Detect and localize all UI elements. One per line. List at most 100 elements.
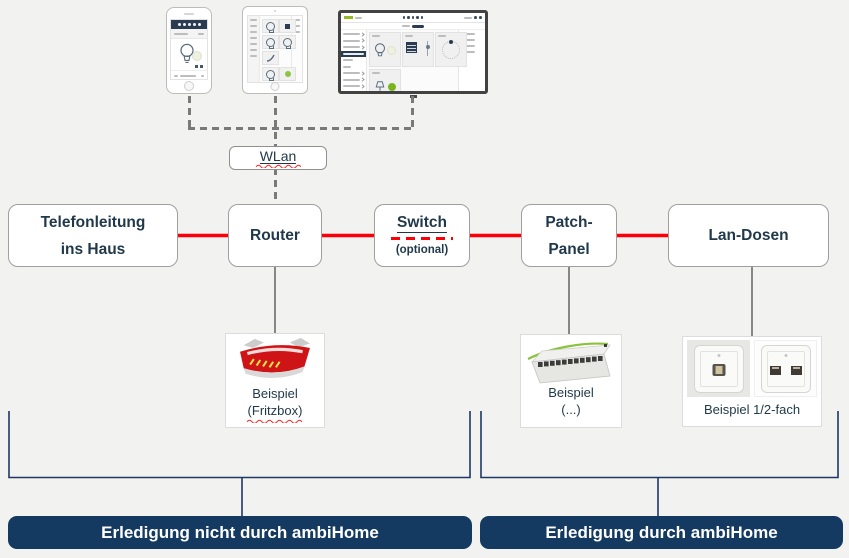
text-line [402,25,410,27]
dimmer-curve-icon [266,54,275,62]
widget-header [372,35,398,37]
sidebar-item [341,31,366,38]
text-line [343,85,360,88]
lightbulb-icon [266,69,275,81]
text-line [174,32,188,35]
sidebar-item-active [341,50,366,57]
toggle-dot-icon [387,46,396,55]
lan-socket-double-image [754,340,817,397]
text-line [355,16,362,19]
app-tile [262,51,279,65]
text-line [343,59,353,62]
menu-line [250,43,257,45]
tablet-screen [247,15,303,83]
menu-line [250,49,257,51]
menu-line [250,31,257,33]
app-tile [279,35,296,49]
socket-plate [760,344,811,393]
chevron-icon [360,77,365,82]
app-tile [262,35,279,49]
chevron-icon [360,71,365,76]
status-green-icon [388,83,396,91]
fritzbox-router-image [240,337,310,378]
example-lan-dose-card: Beispiel 1/2-fach [682,336,822,427]
menu-line [294,25,300,27]
appbar-dot-icon [197,23,201,26]
lightbulb-icon [266,37,275,49]
chevron-icon [360,38,365,43]
screw-icon [784,353,787,357]
phone-appbar [171,20,207,29]
banner-label: Erledigung nicht durch ambiHome [101,522,379,542]
text-line [343,33,360,36]
sidebar-item [341,44,366,51]
chevron-icon [360,45,365,50]
wlan-label-box: WLan [229,146,327,170]
dashed-connector [274,96,277,148]
text-line [343,46,360,49]
red-dashed-mark [391,237,453,240]
widget-light [369,32,401,67]
device-icon [285,23,290,29]
user-icon [474,16,477,19]
screw-icon [717,353,720,357]
example-caption: Beispiel [252,386,298,401]
lightbulb-icon [266,21,275,33]
text-line [464,16,472,19]
dashed-connector [188,96,191,129]
phone-light-card [171,39,207,71]
app-tile [262,19,279,33]
appbar-dot-icon [192,23,196,26]
toolbar-icon [407,16,410,19]
app-tile [279,67,296,81]
text-line [343,72,360,75]
node-label-line: Telefonleitung [40,213,146,231]
example-fritzbox-card: Beispiel (Fritzbox) [225,333,325,428]
desktop-topbar [341,13,485,23]
card-button-icon [200,65,203,68]
spellcheck-squiggle [246,419,303,423]
rj45-port-icon [712,363,725,376]
text-line [461,39,475,41]
node-sublabel: (optional) [395,244,449,256]
node-router: Router [228,204,322,267]
text-line [461,51,475,53]
node-label-line: Switch [397,214,447,233]
sidebar-item [341,70,366,77]
node-lan-dosen: Lan-Dosen [668,204,829,267]
toolbar-icon [402,16,406,19]
desktop-widgets [367,30,467,91]
widget-header [372,72,398,74]
example-caption: (...) [561,401,581,417]
app-tile [279,19,296,33]
phone-screen [170,19,208,80]
wlan-label: WLan [259,147,297,164]
node-label-line: Router [250,227,300,244]
desktop-breadcrumb-bar [341,23,485,30]
sidebar-item [341,64,366,71]
text-line [180,75,196,77]
lamp-icon [375,81,385,91]
patch-panel-image [527,342,611,384]
node-telefonleitung: Telefonleitung ins Haus [8,204,178,267]
banner-not-by-ambihome: Erledigung nicht durch ambiHome [8,516,472,549]
status-green-icon [284,71,291,77]
user-icon [479,16,482,19]
chevron-icon [201,75,204,77]
tablet-dashboard [260,16,296,82]
app-tile [262,67,279,81]
banner-label: Erledigung durch ambiHome [545,522,778,542]
lightbulb-icon [374,43,386,57]
widget-header [405,35,431,37]
widget-header [438,35,464,37]
lightbulb-icon [180,43,194,63]
sidebar-item [341,77,366,84]
rj45-port-icon [769,365,781,375]
chevron-icon [360,32,365,37]
desktop-body [341,30,485,91]
socket-plate [693,344,744,393]
desktop-sidebar [341,30,367,91]
text-line [343,52,364,55]
appbar-dot-icon [177,23,181,26]
